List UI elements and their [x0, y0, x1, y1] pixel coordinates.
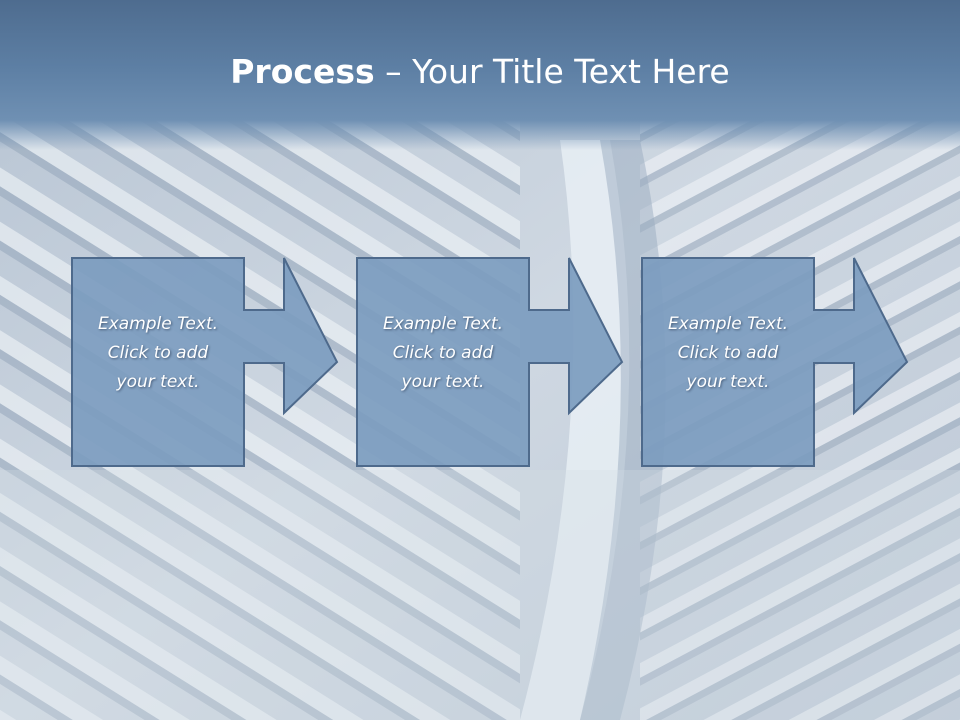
title-bar: Process – Your Title Text Here [0, 0, 960, 150]
process-step-1[interactable]: Example Text. Click to add your text. [71, 257, 339, 467]
step-1-text[interactable]: Example Text. Click to add your text. [97, 314, 219, 392]
process-step-2[interactable]: Example Text. Click to add your text. [356, 257, 624, 467]
title-bold: Process [230, 52, 375, 91]
arrow-shape-icon [356, 257, 624, 467]
process-step-3[interactable]: Example Text. Click to add your text. [641, 257, 909, 467]
arrow-shape-icon [641, 257, 909, 467]
title-rest: – Your Title Text Here [374, 52, 730, 91]
slide-title[interactable]: Process – Your Title Text Here [0, 52, 960, 91]
arrow-shape-icon [71, 257, 339, 467]
step-3-text[interactable]: Example Text. Click to add your text. [667, 314, 789, 392]
step-2-text[interactable]: Example Text. Click to add your text. [382, 314, 504, 392]
